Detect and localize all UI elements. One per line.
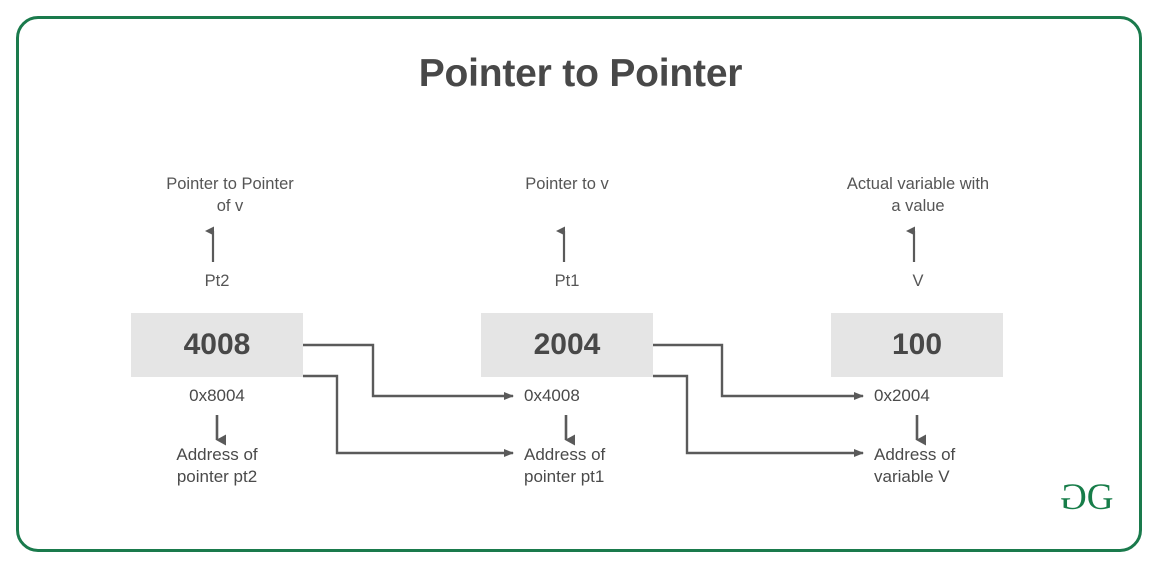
variable-label-pt1: Pt1 — [554, 272, 580, 290]
page-title: Pointer to Pointer — [418, 52, 743, 95]
memory-cell-pt1: 2004 — [481, 313, 653, 377]
description-line-2: pointer pt2 — [176, 467, 258, 487]
caption-line-1: Pointer to v — [525, 175, 609, 193]
logo-glyph-left: G — [1063, 477, 1087, 518]
description-pointer-pt2: Address of pointer pt2 — [142, 444, 292, 488]
memory-cell-pt2: 4008 — [131, 313, 303, 377]
address-label-0x4008: 0x4008 — [524, 386, 580, 405]
variable-label-v: V — [912, 272, 924, 290]
address-label-0x2004: 0x2004 — [874, 386, 930, 405]
caption-line-1: Pointer to Pointer — [166, 175, 294, 193]
description-line-1: Address of — [176, 445, 258, 464]
caption-pointer-to-v: Pointer to v — [447, 174, 687, 196]
caption-pointer-to-pointer: Pointer to Pointer of v — [110, 174, 350, 218]
description-line-2: variable V — [874, 467, 950, 487]
address-label-0x8004: 0x8004 — [189, 386, 245, 405]
description-line-1: Address of — [874, 445, 956, 464]
variable-label-pt2: Pt2 — [204, 272, 230, 290]
caption-line-1: Actual variable with — [846, 175, 990, 193]
caption-line-2: of v — [216, 196, 244, 215]
diagram-border — [16, 16, 1142, 552]
description-line-1: Address of — [524, 445, 606, 464]
logo-glyph-right: G — [1086, 477, 1114, 518]
geeksforgeeks-logo: GG — [1063, 477, 1125, 519]
caption-actual-variable: Actual variable with a value — [798, 174, 1038, 218]
caption-line-2: a value — [891, 196, 945, 215]
description-line-2: pointer pt1 — [524, 467, 605, 487]
description-variable-v: Address of variable V — [874, 444, 1034, 488]
description-pointer-pt1: Address of pointer pt1 — [524, 444, 684, 488]
memory-cell-v: 100 — [831, 313, 1003, 377]
